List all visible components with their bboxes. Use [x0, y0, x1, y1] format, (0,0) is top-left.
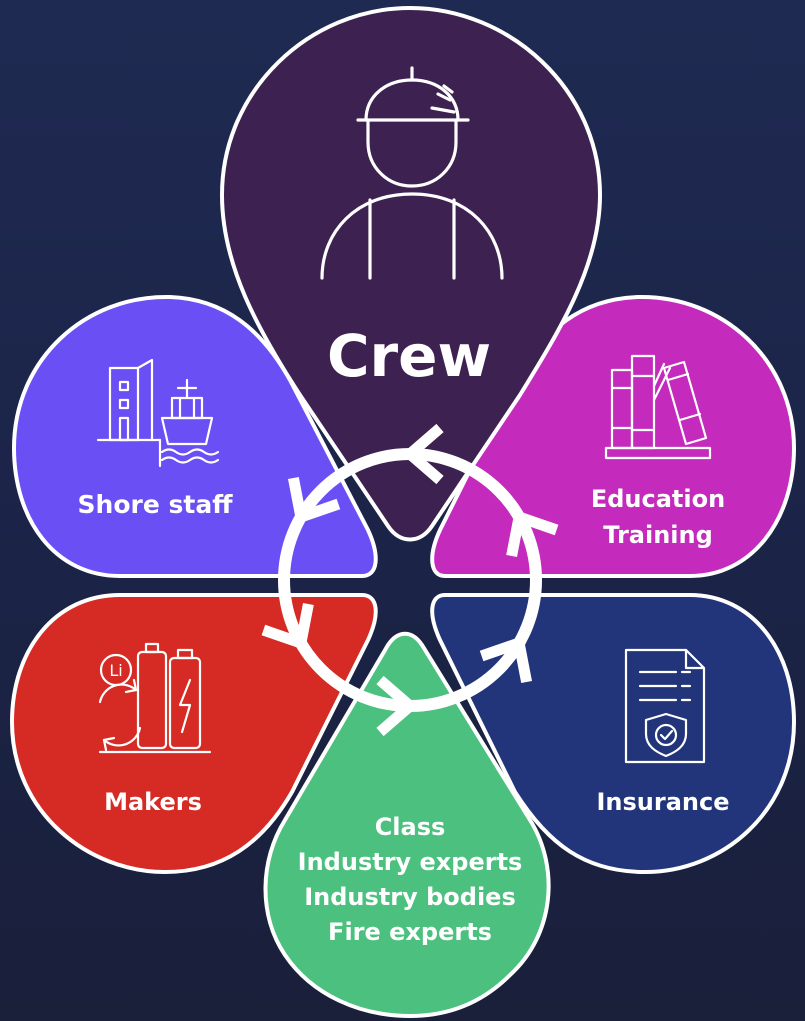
industry-experts-label: Industry experts: [298, 848, 523, 876]
petal-crew: Crew: [219, 5, 603, 542]
petal-shore-staff: Shore staff: [11, 294, 378, 578]
lithium-battery-icon: [98, 642, 212, 754]
cycle-arrow: [401, 423, 444, 485]
class-label: Class: [375, 813, 446, 841]
cycle-arrows: [261, 423, 559, 737]
petal-education: Education Training: [430, 294, 797, 578]
cycle-arrow: [287, 476, 341, 525]
building-ship-icon: [96, 358, 220, 468]
books-icon: [604, 354, 712, 460]
training-label: Training: [603, 521, 713, 549]
cycle-arrow: [506, 509, 559, 558]
insurance-label: Insurance: [596, 788, 729, 816]
cycle-arrow: [376, 675, 419, 737]
petal-makers: Li Makers: [9, 593, 378, 875]
cycle-arrow: [261, 602, 314, 651]
class-shape: [263, 631, 551, 1019]
lithium-symbol: Li: [109, 661, 122, 680]
fire-experts-label: Fire experts: [328, 918, 492, 946]
crew-label: Crew: [327, 322, 491, 390]
shore-staff-shape: [11, 294, 378, 578]
cycle-ring: [261, 423, 559, 737]
shore-staff-label: Shore staff: [78, 490, 234, 519]
cycle-arrow: [479, 635, 533, 684]
makers-label: Makers: [104, 788, 202, 816]
document-shield-icon: [624, 648, 706, 764]
industry-bodies-label: Industry bodies: [304, 883, 516, 911]
crew-shape: [219, 5, 603, 542]
worker-hardhat-icon: [320, 66, 504, 280]
petal-class: Class Industry experts Industry bodies F…: [263, 631, 551, 1019]
education-label: Education: [591, 485, 725, 513]
